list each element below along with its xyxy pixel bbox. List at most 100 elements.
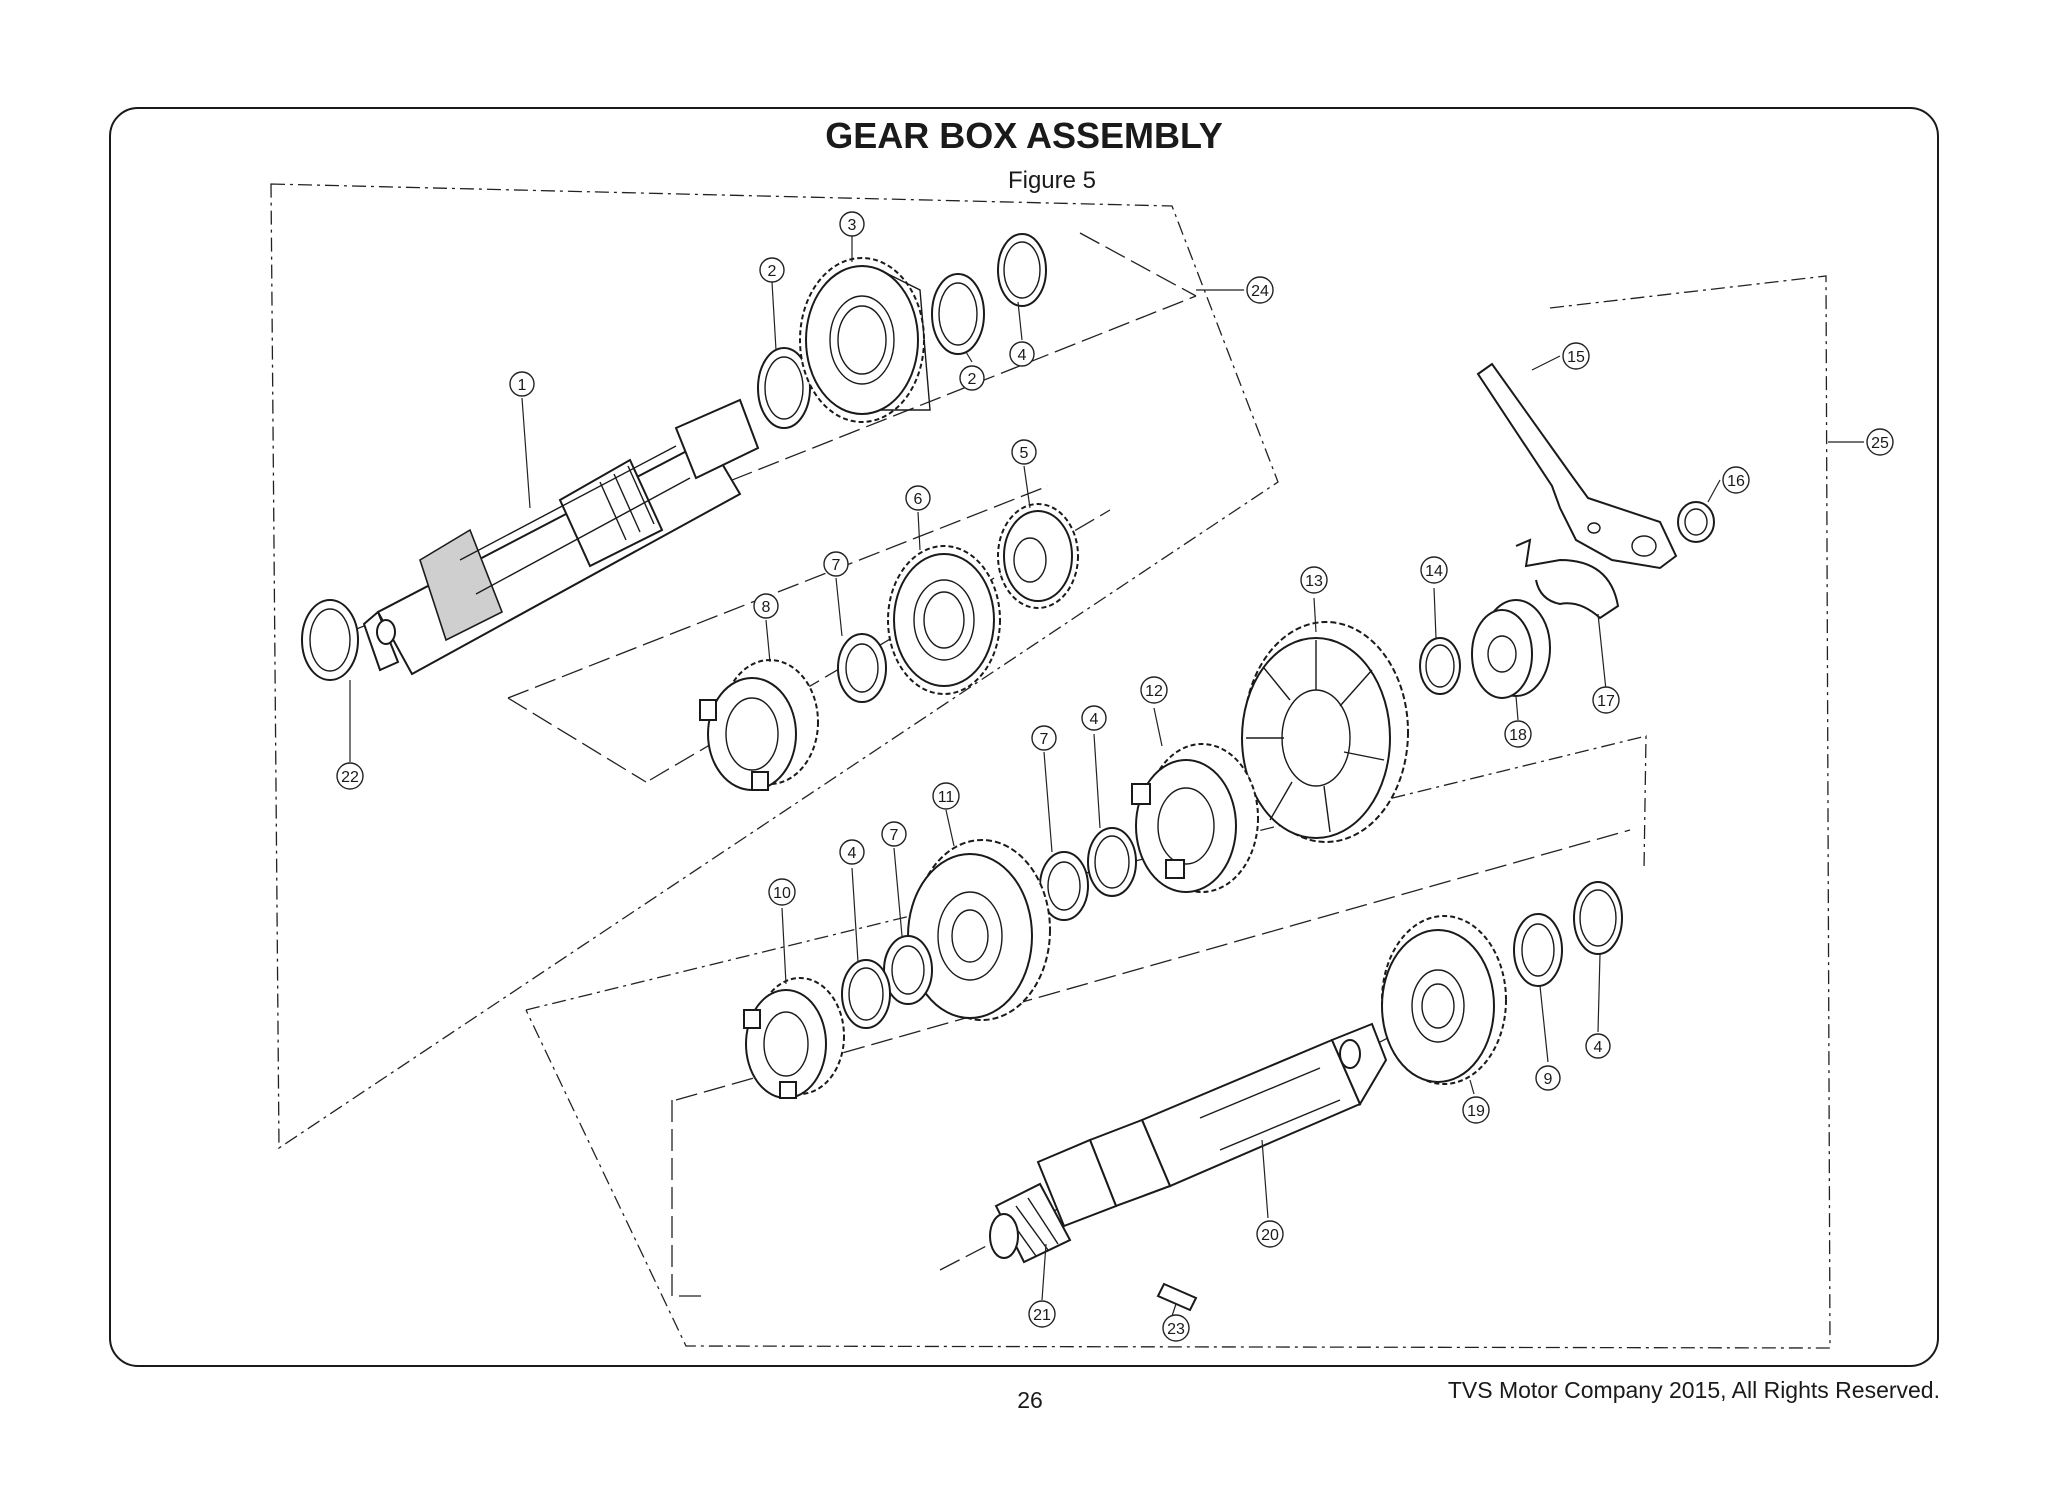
part-11-gear <box>907 839 1051 1021</box>
callout-9-label: 9 <box>1544 1071 1553 1088</box>
callout-4c: 4 <box>839 839 865 865</box>
callout-3-label: 3 <box>848 217 857 234</box>
callout-1: 1 <box>509 371 535 397</box>
part-17-spring <box>1515 538 1620 620</box>
callout-25: 25 <box>1866 428 1894 456</box>
part-2-thrust-washer-b <box>931 273 985 355</box>
callout-2b-label: 2 <box>968 371 977 388</box>
part-18-collar <box>1471 599 1551 699</box>
callout-4a: 4 <box>1009 341 1035 367</box>
callout-17: 17 <box>1592 686 1620 714</box>
callout-6: 6 <box>905 485 931 511</box>
callout-20-label: 20 <box>1261 1227 1279 1244</box>
callout-6-label: 6 <box>914 491 923 508</box>
callout-19-label: 19 <box>1467 1103 1485 1120</box>
part-15-lever <box>1476 362 1678 570</box>
callout-5: 5 <box>1011 439 1037 465</box>
part-4-circlip-d <box>1573 881 1623 955</box>
leader-lines <box>349 236 1864 1317</box>
callout-24: 24 <box>1246 276 1274 304</box>
callout-2b: 2 <box>959 365 985 391</box>
callout-4b-label: 4 <box>1090 711 1099 728</box>
part-3-gear <box>799 257 931 423</box>
part-5-gear <box>997 503 1079 609</box>
callout-4b: 4 <box>1081 705 1107 731</box>
callout-13-label: 13 <box>1305 573 1323 590</box>
callout-10: 10 <box>768 878 796 906</box>
part-9-splined-washer <box>1513 913 1563 987</box>
part-4-circlip-c <box>841 959 891 1029</box>
callout-16-label: 16 <box>1727 473 1745 490</box>
part-23-pin <box>1156 1282 1198 1312</box>
part-7-splined-washer-a <box>837 633 887 703</box>
callout-8-label: 8 <box>762 599 771 616</box>
callout-7b-label: 7 <box>1040 731 1049 748</box>
part-6-gear <box>887 545 1001 695</box>
callout-25-label: 25 <box>1871 435 1889 452</box>
subassembly-box-upper <box>507 485 1049 699</box>
callout-3: 3 <box>839 211 865 237</box>
callout-11: 11 <box>932 782 960 810</box>
part-8-gear <box>699 659 819 791</box>
callout-22-label: 22 <box>341 769 359 786</box>
part-19-gear <box>1381 915 1507 1085</box>
subassembly-box-lower <box>671 1100 702 1297</box>
callout-23-label: 23 <box>1167 1321 1185 1338</box>
callout-4c-label: 4 <box>848 845 857 862</box>
callout-2a-label: 2 <box>768 263 777 280</box>
callout-18: 18 <box>1504 720 1532 748</box>
part-13-gear <box>1241 621 1409 843</box>
callout-7a-label: 7 <box>832 557 841 574</box>
callout-17-label: 17 <box>1597 693 1615 710</box>
callout-15-label: 15 <box>1567 349 1585 366</box>
callout-4a-label: 4 <box>1018 347 1027 364</box>
callout-12-label: 12 <box>1145 683 1163 700</box>
callout-5-label: 5 <box>1020 445 1029 462</box>
page-title: GEAR BOX ASSEMBLY <box>825 115 1222 156</box>
callout-2a: 2 <box>759 257 785 283</box>
part-16-clip <box>1677 501 1715 543</box>
callout-19: 19 <box>1462 1096 1490 1124</box>
part-7-splined-washer-c <box>883 935 933 1005</box>
callout-15: 15 <box>1562 342 1590 370</box>
callout-21: 21 <box>1028 1300 1056 1328</box>
group-outline-25-inner <box>525 735 1647 1011</box>
callout-4d: 4 <box>1585 1033 1611 1059</box>
page-frame <box>109 107 1939 1367</box>
callout-11-label: 11 <box>938 789 955 806</box>
subassembly-box-main <box>1079 232 1197 297</box>
callout-24-label: 24 <box>1251 283 1269 300</box>
callout-16: 16 <box>1722 466 1750 494</box>
callout-12: 12 <box>1140 676 1168 704</box>
callout-10-label: 10 <box>773 885 791 902</box>
part-4-circlip-b <box>1087 827 1137 897</box>
group-outline-24 <box>270 183 1279 1150</box>
callout-4d-label: 4 <box>1594 1039 1603 1056</box>
callout-13: 13 <box>1300 566 1328 594</box>
part-12-gear <box>1131 743 1259 893</box>
part-14-washer <box>1419 637 1461 695</box>
part-1-main-shaft <box>362 398 760 676</box>
callout-7c-label: 7 <box>890 827 899 844</box>
part-2-thrust-washer-a <box>757 347 811 429</box>
part-22-washer <box>301 599 359 681</box>
callout-7a: 7 <box>823 551 849 577</box>
page-number: 26 <box>1017 1387 1043 1413</box>
part-20-counter-shaft <box>1036 1022 1388 1228</box>
callout-20: 20 <box>1256 1220 1284 1248</box>
callout-21-label: 21 <box>1033 1307 1051 1324</box>
part-4-circlip-a <box>997 233 1047 307</box>
part-21-helical-gear <box>989 1182 1072 1264</box>
callout-18-label: 18 <box>1509 727 1527 744</box>
subassembly-box-upper-b <box>507 697 647 783</box>
callout-14-label: 14 <box>1425 563 1443 580</box>
callout-14: 14 <box>1420 556 1448 584</box>
callout-23: 23 <box>1162 1314 1190 1342</box>
callout-8: 8 <box>753 593 779 619</box>
callout-9: 9 <box>1535 1065 1561 1091</box>
callout-7c: 7 <box>881 821 907 847</box>
figure-caption: Figure 5 <box>1008 167 1096 194</box>
callout-1-label: 1 <box>518 377 527 394</box>
copyright-notice: TVS Motor Company 2015, All Rights Reser… <box>1448 1377 1940 1403</box>
